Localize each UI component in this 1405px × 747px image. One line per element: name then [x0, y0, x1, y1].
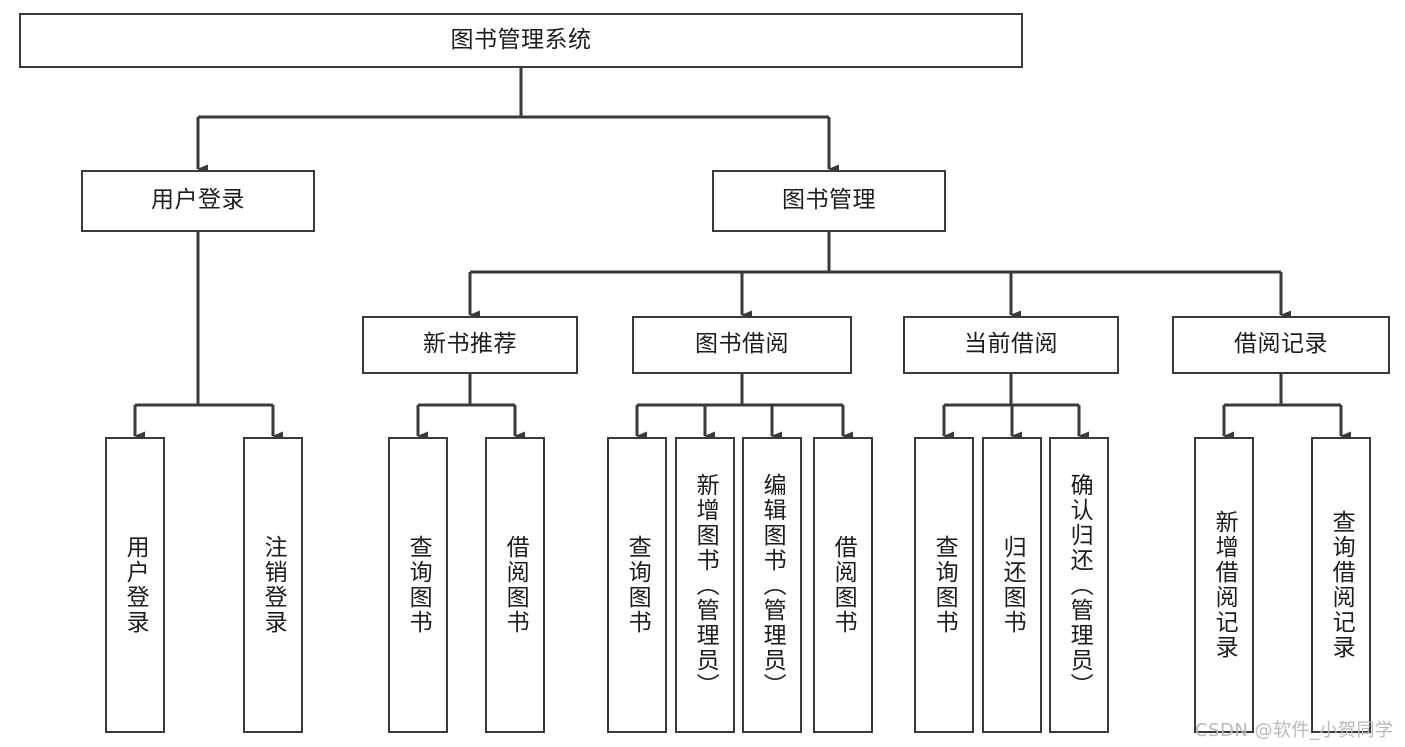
leaf-borrow-book-1-label: 借阅图书 — [502, 535, 529, 635]
leaf-logout-label: 注销登录 — [260, 535, 287, 635]
leaf-edit-book-label: 编辑图书（管理员） — [759, 472, 786, 698]
node-borrow-record-label: 借阅记录 — [1234, 331, 1328, 358]
node-book-borrow[interactable]: 图书借阅 — [632, 316, 852, 374]
leaf-query-book-1[interactable]: 查询图书 — [388, 437, 448, 733]
leaf-add-borrow-record[interactable]: 新增借阅记录 — [1194, 437, 1254, 733]
leaf-edit-book[interactable]: 编辑图书（管理员） — [742, 437, 802, 733]
leaf-confirm-return-label: 确认归还（管理员） — [1066, 472, 1093, 698]
leaf-return-book[interactable]: 归还图书 — [982, 437, 1042, 733]
leaf-user-login-label: 用户登录 — [122, 535, 149, 635]
node-book-manage-label: 图书管理 — [782, 187, 876, 214]
leaf-borrow-book-2[interactable]: 借阅图书 — [813, 437, 873, 733]
leaf-query-book-1-label: 查询图书 — [405, 535, 432, 635]
node-root[interactable]: 图书管理系统 — [19, 13, 1023, 68]
leaf-borrow-book-1[interactable]: 借阅图书 — [485, 437, 545, 733]
leaf-logout[interactable]: 注销登录 — [243, 437, 303, 733]
leaf-add-book[interactable]: 新增图书（管理员） — [675, 437, 735, 733]
node-new-book-recommendation-label: 新书推荐 — [423, 331, 517, 358]
node-root-label: 图书管理系统 — [450, 26, 592, 53]
leaf-confirm-return[interactable]: 确认归还（管理员） — [1049, 437, 1109, 733]
leaf-add-borrow-record-label: 新增借阅记录 — [1211, 510, 1238, 660]
node-book-borrow-label: 图书借阅 — [695, 331, 789, 358]
leaf-query-book-3[interactable]: 查询图书 — [914, 437, 974, 733]
node-user-login[interactable]: 用户登录 — [81, 170, 315, 232]
leaf-add-book-label: 新增图书（管理员） — [692, 472, 719, 698]
leaf-user-login[interactable]: 用户登录 — [105, 437, 165, 733]
leaf-return-book-label: 归还图书 — [999, 535, 1026, 635]
leaf-query-book-2-label: 查询图书 — [624, 535, 651, 635]
leaf-borrow-book-2-label: 借阅图书 — [830, 535, 857, 635]
leaf-query-borrow-record-label: 查询借阅记录 — [1328, 510, 1355, 660]
csdn-watermark: CSDN @软件_小贺同学 — [1195, 720, 1394, 741]
node-new-book-recommendation[interactable]: 新书推荐 — [362, 316, 578, 374]
leaf-query-book-2[interactable]: 查询图书 — [607, 437, 667, 733]
node-current-borrow-label: 当前借阅 — [964, 331, 1058, 358]
node-book-manage[interactable]: 图书管理 — [712, 170, 946, 232]
node-borrow-record[interactable]: 借阅记录 — [1172, 316, 1390, 374]
node-user-login-label: 用户登录 — [151, 187, 245, 214]
leaf-query-book-3-label: 查询图书 — [931, 535, 958, 635]
node-current-borrow[interactable]: 当前借阅 — [903, 316, 1119, 374]
leaf-query-borrow-record[interactable]: 查询借阅记录 — [1311, 437, 1371, 733]
